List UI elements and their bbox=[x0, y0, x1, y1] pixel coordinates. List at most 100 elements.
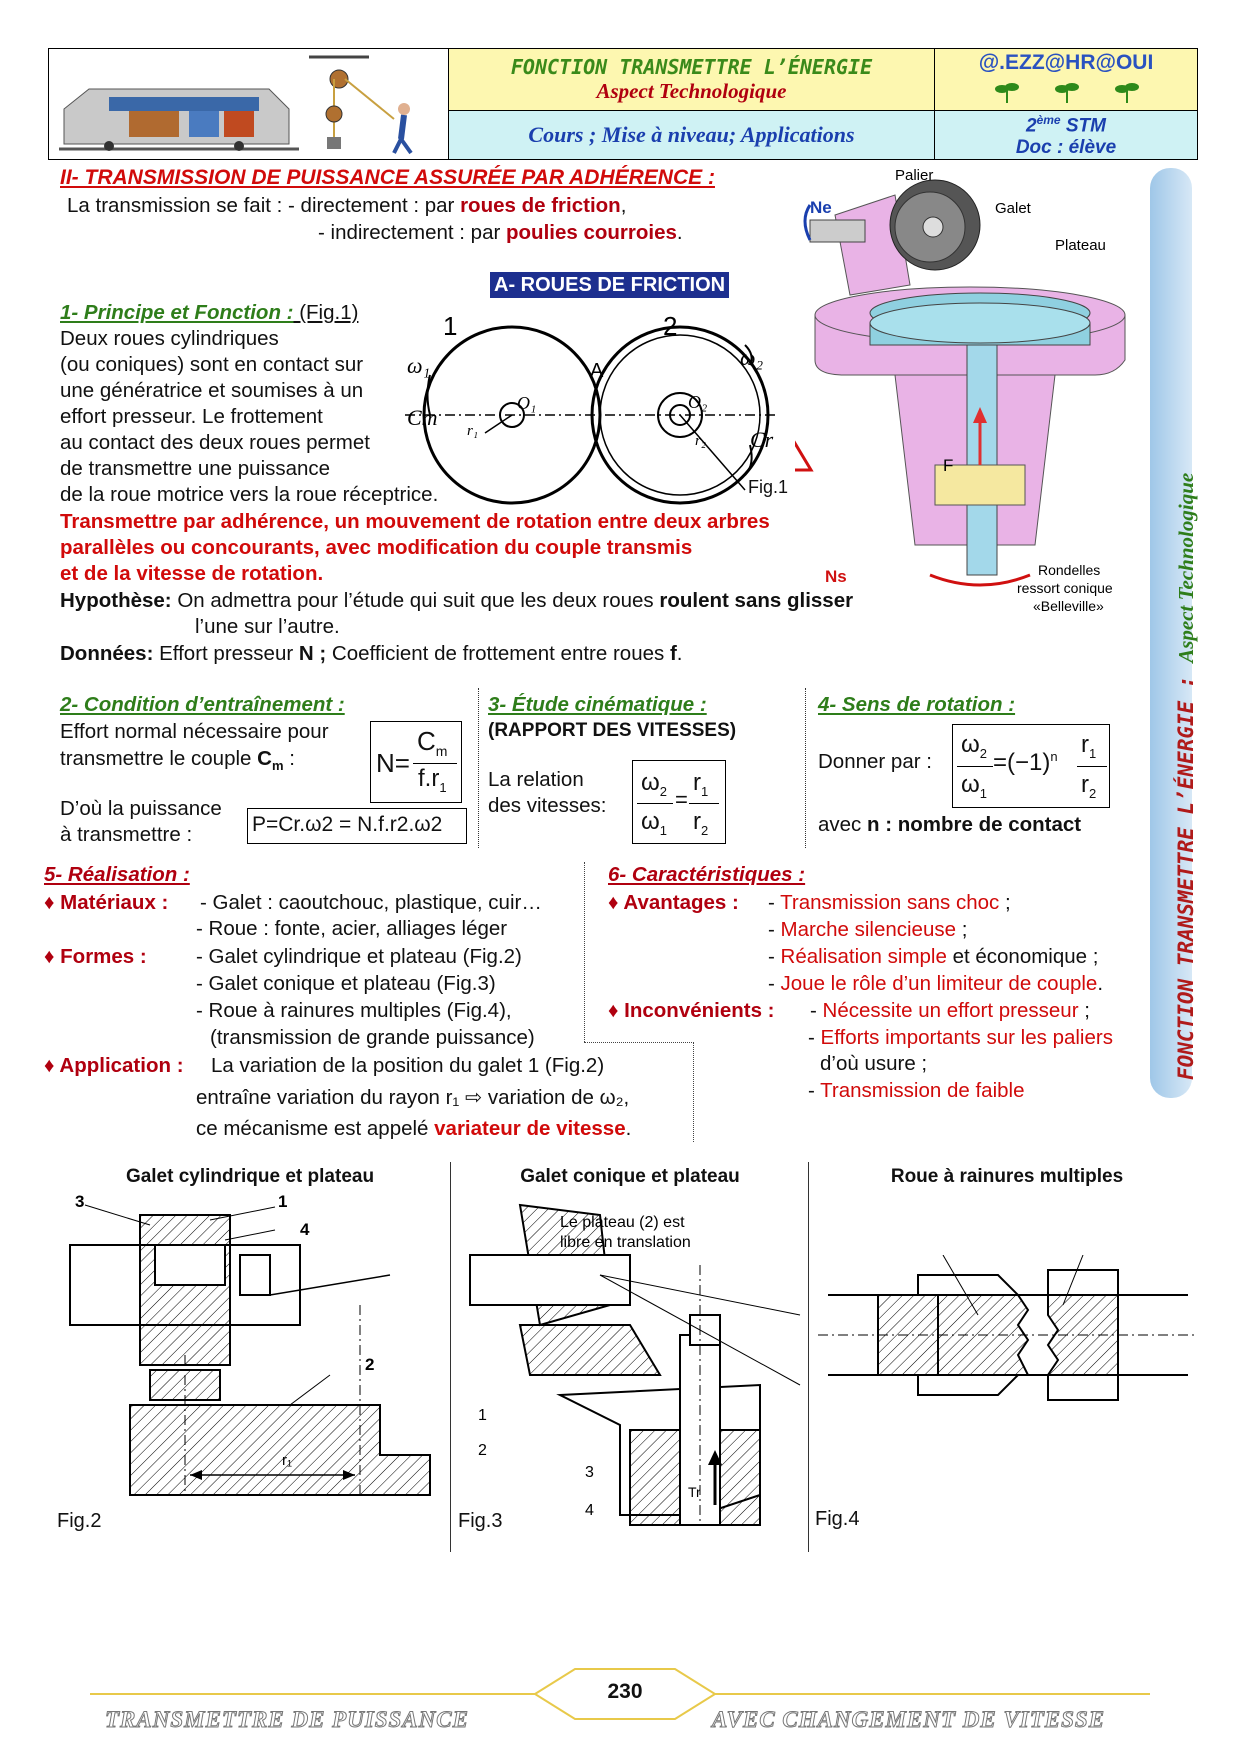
fig3-note-2: libre en translation bbox=[560, 1234, 691, 1251]
formes-2: - Galet conique et plateau (Fig.3) bbox=[196, 972, 496, 995]
inconvenients-label: ♦ Inconvénients : bbox=[608, 999, 775, 1022]
footer-left-text: TRANSMETTRE DE PUISSANCE bbox=[105, 1707, 469, 1733]
donnees-text-2: Coefficient de frottement entre roues bbox=[326, 642, 670, 665]
principe-line-4: au contact des deux roues permet bbox=[60, 431, 370, 454]
fig3-label: Fig.3 bbox=[458, 1510, 503, 1532]
donnees-f: f bbox=[669, 642, 677, 665]
fig1-wheel-2-label: 2 bbox=[663, 311, 677, 341]
friction-wheels-term: roues de friction bbox=[460, 194, 621, 217]
section-title: II- TRANSMISSION DE PUISSANCE ASSURÉE PA… bbox=[60, 166, 715, 189]
hypothese-text: On admettra pour l’étude qui suit que le… bbox=[171, 589, 660, 612]
fig4-part-1: 1 bbox=[936, 1255, 945, 1257]
header-subtitle: Aspect Technologique bbox=[596, 79, 787, 103]
fig1-w1: ω₁ bbox=[407, 353, 430, 378]
ne-label: Ne bbox=[810, 198, 832, 217]
rondelles-label-1: Rondelles bbox=[1038, 562, 1100, 578]
fig4-title: Roue à rainures multiples bbox=[890, 1166, 1124, 1187]
fig1-w2: ω₂ bbox=[740, 345, 764, 370]
condition-cm-sub: m bbox=[271, 758, 284, 774]
condition-cm: C bbox=[257, 747, 272, 770]
avantage-1-text: Marche silencieuse bbox=[780, 918, 957, 941]
principe-line-3: effort presseur. Le frottement bbox=[60, 405, 323, 428]
header-title: FONCTION TRANSMETTRE L’ÉNERGIE bbox=[510, 55, 873, 79]
inconvenient-2: - Efforts importants sur les paliers bbox=[808, 1026, 1113, 1049]
fig3-note-1: Le plateau (2) est bbox=[560, 1214, 685, 1231]
principe-line-1: (ou coniques) sont en contact sur bbox=[60, 353, 364, 376]
formula-den-sub: 1 bbox=[439, 779, 447, 795]
section-line-2-a: - indirectement : par bbox=[318, 221, 506, 244]
sign-w2-letter: ω bbox=[961, 731, 980, 758]
fig1-o1: O₁ bbox=[517, 393, 536, 413]
rondelles-label-2: ressort conique bbox=[1017, 580, 1113, 596]
ns-label: Ns bbox=[825, 567, 847, 586]
section-line-1: La transmission se fait : - directement … bbox=[67, 193, 626, 219]
page-number: 230 bbox=[607, 1680, 643, 1703]
donnees-n: N ; bbox=[298, 642, 327, 665]
sign-w2: ω2 bbox=[961, 731, 987, 761]
application-frame bbox=[584, 1042, 694, 1142]
class-level: 2ème STM bbox=[935, 113, 1197, 137]
condition-line-4: à transmettre : bbox=[60, 823, 193, 846]
formes-3: - Roue à rainures multiples (Fig.4), bbox=[196, 999, 512, 1022]
principe-line-6: de la roue motrice vers la roue réceptri… bbox=[60, 483, 439, 506]
principe-heading: 1- Principe et Fonction : (Fig.1) bbox=[60, 300, 358, 326]
cinematique-line-1: La relation bbox=[488, 768, 584, 791]
caracteristiques-title: 6- Caractéristiques : bbox=[608, 863, 806, 886]
fig4-grooved-wheel-drawing: 1 2 bbox=[818, 1255, 1198, 1401]
fig2-label: Fig.2 bbox=[57, 1510, 102, 1532]
power-formula-box: P=Cr.ω2 = N.f.r2.ω2 bbox=[247, 808, 467, 844]
application-3a: ce mécanisme est appelé bbox=[196, 1117, 435, 1140]
sign-w1-sub: 1 bbox=[979, 785, 987, 801]
inconvenient-1: - Nécessite un effort presseur ; bbox=[810, 999, 1090, 1022]
section-line-2-c: . bbox=[676, 221, 683, 244]
page-header: FONCTION TRANSMETTRE L’ÉNERGIE Aspect Te… bbox=[48, 48, 1198, 160]
sens-title: 4- Sens de rotation : bbox=[818, 693, 1016, 716]
formula-fraction-bar bbox=[413, 763, 457, 764]
sign-w1-letter: ω bbox=[961, 771, 980, 798]
fonction-line-1: parallèles ou concourants, avec modifica… bbox=[60, 536, 693, 559]
sign-mid: =(−1)n bbox=[993, 749, 1058, 777]
donnees-label: Données: bbox=[60, 642, 154, 665]
fonction-line-0: Transmettre par adhérence, un mouvement … bbox=[60, 510, 770, 533]
fig1-wheel-1-label: 1 bbox=[443, 311, 457, 341]
palier-label: Palier bbox=[895, 167, 933, 184]
materiaux-2: - Roue : fonte, acier, alliages léger bbox=[196, 917, 508, 940]
fig2-r1: r₁ bbox=[282, 1452, 292, 1469]
inconvenient-3: - Transmission de faible bbox=[808, 1079, 1025, 1102]
donnees-text-1: Effort presseur bbox=[153, 642, 299, 665]
sign-exponent: n bbox=[1050, 749, 1058, 764]
fig2-part-4: 4 bbox=[300, 1220, 310, 1239]
sign-r1-letter: r bbox=[1081, 731, 1089, 758]
condition-title: 2- Condition d’entraînement : bbox=[60, 693, 345, 716]
formula-n-eq: = bbox=[394, 748, 410, 778]
formula-numerator: Cm bbox=[417, 726, 447, 759]
fig1-cm: Cm bbox=[407, 405, 438, 430]
fig1-friction-wheels-diagram: 1 2 ω₁ ω₂ Cm Cr O₁ O₂ A r₁ r₂ bbox=[405, 311, 775, 505]
footer-right-text: AVEC CHANGEMENT DE VITESSE bbox=[711, 1707, 1106, 1733]
avantages-label: ♦ Avantages : bbox=[608, 891, 739, 914]
power-formula: P=Cr.ω2 = N.f.r2.ω2 bbox=[252, 813, 443, 836]
fig1-label: Fig.1 bbox=[748, 477, 789, 497]
fig1-r1: r₁ bbox=[467, 423, 478, 439]
application-3c: . bbox=[625, 1117, 632, 1140]
side-banner-left: FONCTION TRANSMETTRE L’ÉNERGIE : bbox=[1174, 662, 1198, 1080]
cinematique-title: 3- Étude cinématique : bbox=[488, 693, 707, 716]
figure-separator-2 bbox=[808, 1162, 809, 1552]
fig1-r2: r₂ bbox=[695, 433, 706, 449]
friction-variator-3d-illustration: Ne Ns Palier Galet Plateau F Rondelles r… bbox=[795, 167, 1126, 614]
donnees-line: Données: Effort presseur N ; Coefficient… bbox=[60, 641, 683, 667]
fig1-cr: Cr bbox=[750, 427, 774, 452]
avantage-1: - Marche silencieuse ; bbox=[768, 918, 968, 941]
page-number-badge bbox=[533, 1668, 717, 1720]
ratio-w1: ω1 bbox=[641, 808, 667, 838]
fonction-line-2: et de la vitesse de rotation. bbox=[60, 562, 324, 585]
sign-r2: r2 bbox=[1081, 771, 1096, 801]
side-banner-right: Aspect Technologique bbox=[1174, 472, 1198, 663]
leaf-icons bbox=[995, 83, 1139, 103]
sign-w1: ω1 bbox=[961, 771, 987, 801]
formes-4: (transmission de grande puissance) bbox=[210, 1026, 535, 1049]
sign-bar-left bbox=[957, 766, 993, 767]
hypothese-label: Hypothèse: bbox=[60, 589, 172, 612]
formes-label: ♦ Formes : bbox=[44, 945, 147, 968]
variateur-term: variateur de vitesse bbox=[434, 1117, 626, 1140]
